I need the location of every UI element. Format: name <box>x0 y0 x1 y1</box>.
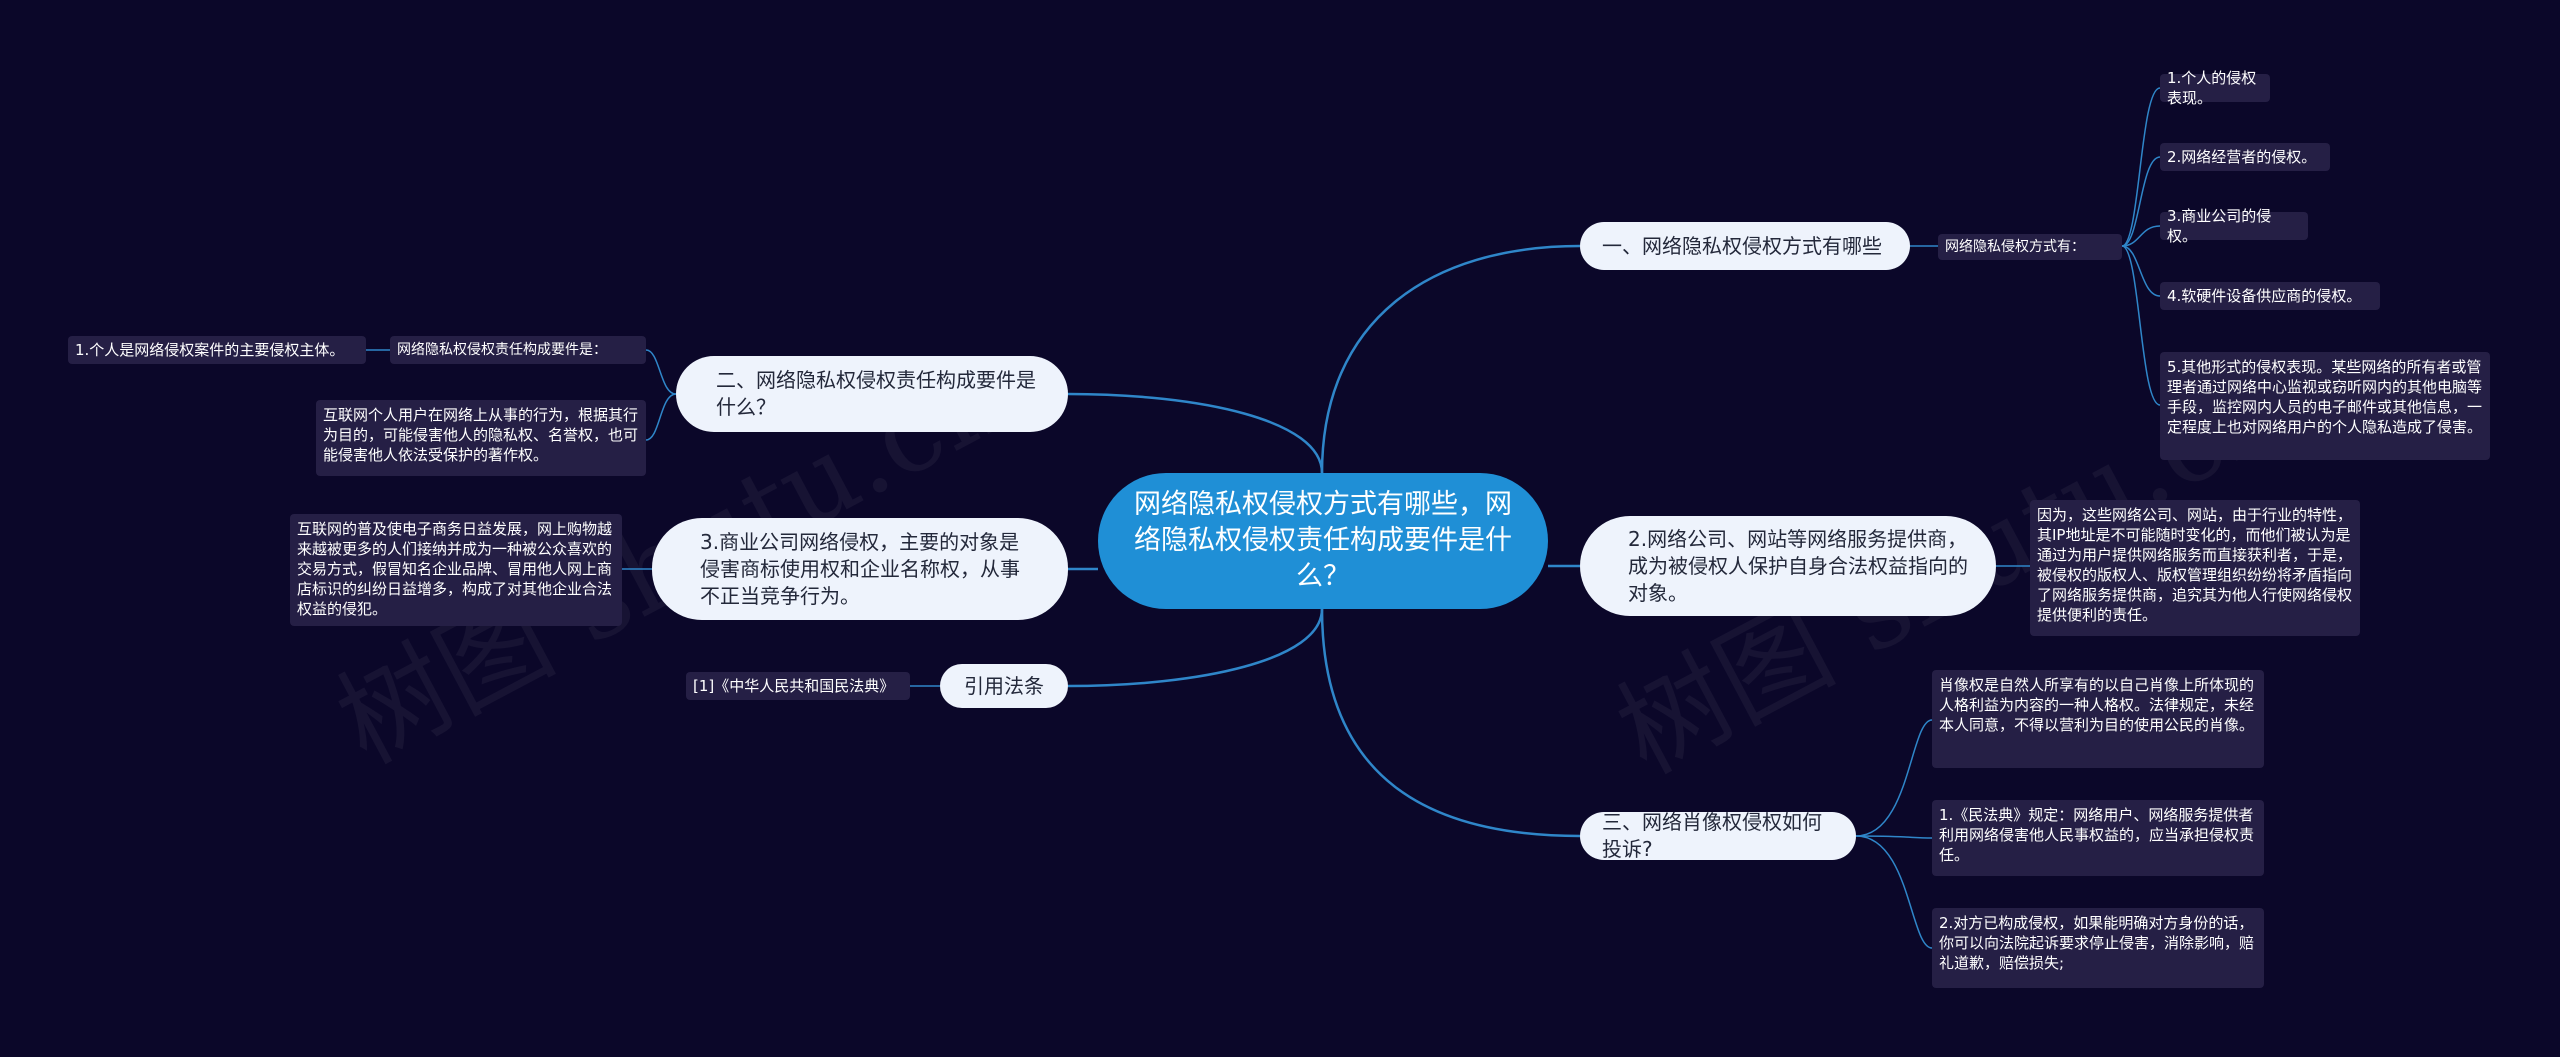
edge-r3-bracket-1 <box>1855 719 1933 837</box>
branch-portrait-complaint[interactable]: 三、网络肖像权侵权如何投诉? <box>1580 810 1856 861</box>
leaf-method-commercial[interactable]: 3.商业公司的侵权。 <box>2160 207 2308 245</box>
leaf-lawsuit-remedy[interactable]: 2.对方已构成侵权，如果能明确对方身份的话，你可以向法院起诉要求停止侵害，消除影… <box>1932 908 2264 988</box>
leaf-method-individual[interactable]: 1.个人的侵权表现。 <box>2160 69 2270 107</box>
edge-l1-bracket-detail <box>645 393 677 441</box>
branch-infringement-methods[interactable]: 一、网络隐私权侵权方式有哪些 <box>1580 222 1910 270</box>
edge-r1-bracket-2 <box>2121 156 2161 247</box>
leaf-individual-user-behavior[interactable]: 互联网个人用户在网络上从事的行为，根据其行为目的，可能侵害他人的隐私权、名誉权，… <box>316 400 646 476</box>
edge-root-l3 <box>1067 608 1324 688</box>
edge-root-r3 <box>1320 608 1581 838</box>
edge-l1-bracket-sub <box>645 349 677 395</box>
branch-liability-elements[interactable]: 二、网络隐私权侵权责任构成要件是什么？ <box>676 356 1068 432</box>
leaf-individual-main-subject[interactable]: 1.个人是网络侵权案件的主要侵权主体。 <box>68 336 366 364</box>
edge-root-l1 <box>1067 392 1324 474</box>
leaf-method-hardware-supplier[interactable]: 4.软硬件设备供应商的侵权。 <box>2160 282 2380 310</box>
branch-commercial-infringement[interactable]: 3.商业公司网络侵权，主要的对象是侵害商标使用权和企业名称权，从事不正当竞争行为… <box>652 518 1068 620</box>
edge-r1-bracket <box>2121 87 2161 247</box>
leaf-civil-code-provision[interactable]: 1.《民法典》规定：网络用户、网络服务提供者利用网络侵害他人民事权益的，应当承担… <box>1932 800 2264 876</box>
branch-cited-laws[interactable]: 引用法条 <box>940 664 1068 708</box>
edge-r1-bracket-3 <box>2121 225 2161 247</box>
edge-r3-bracket-2 <box>1855 835 1933 839</box>
edge-r3-bracket-3 <box>1855 835 1933 949</box>
leaf-method-other[interactable]: 5.其他形式的侵权表现。某些网络的所有者或管理者通过网络中心监视或窃听网内的其他… <box>2160 352 2490 460</box>
leaf-civil-code-citation[interactable]: [1]《中华人民共和国民法典》 <box>686 672 910 700</box>
leaf-method-operator[interactable]: 2.网络经营者的侵权。 <box>2160 143 2330 171</box>
leaf-infringement-methods-heading[interactable]: 网络隐私侵权方式有： <box>1938 234 2122 260</box>
leaf-ecommerce-disputes[interactable]: 互联网的普及使电子商务日益发展，网上购物越来越被更多的人们接纳并成为一种被公众喜… <box>290 514 622 626</box>
leaf-portrait-definition[interactable]: 肖像权是自然人所享有的以自己肖像上所体现的人格利益为内容的一种人格权。法律规定，… <box>1932 670 2264 768</box>
edge-r1-bracket-4 <box>2121 245 2161 297</box>
root-topic[interactable]: 网络隐私权侵权方式有哪些，网络隐私权侵权责任构成要件是什么？ <box>1098 473 1548 609</box>
edge-r1-bracket-5 <box>2121 245 2161 406</box>
edge-root-r1 <box>1320 244 1581 474</box>
leaf-liability-elements-heading[interactable]: 网络隐私权侵权责任构成要件是： <box>390 336 646 364</box>
branch-service-provider[interactable]: 2.网络公司、网站等网络服务提供商，成为被侵权人保护自身合法权益指向的对象。 <box>1580 516 1996 616</box>
leaf-service-provider-reason[interactable]: 因为，这些网络公司、网站，由于行业的特性，其IP地址是不可能随时变化的，而他们被… <box>2030 500 2360 636</box>
